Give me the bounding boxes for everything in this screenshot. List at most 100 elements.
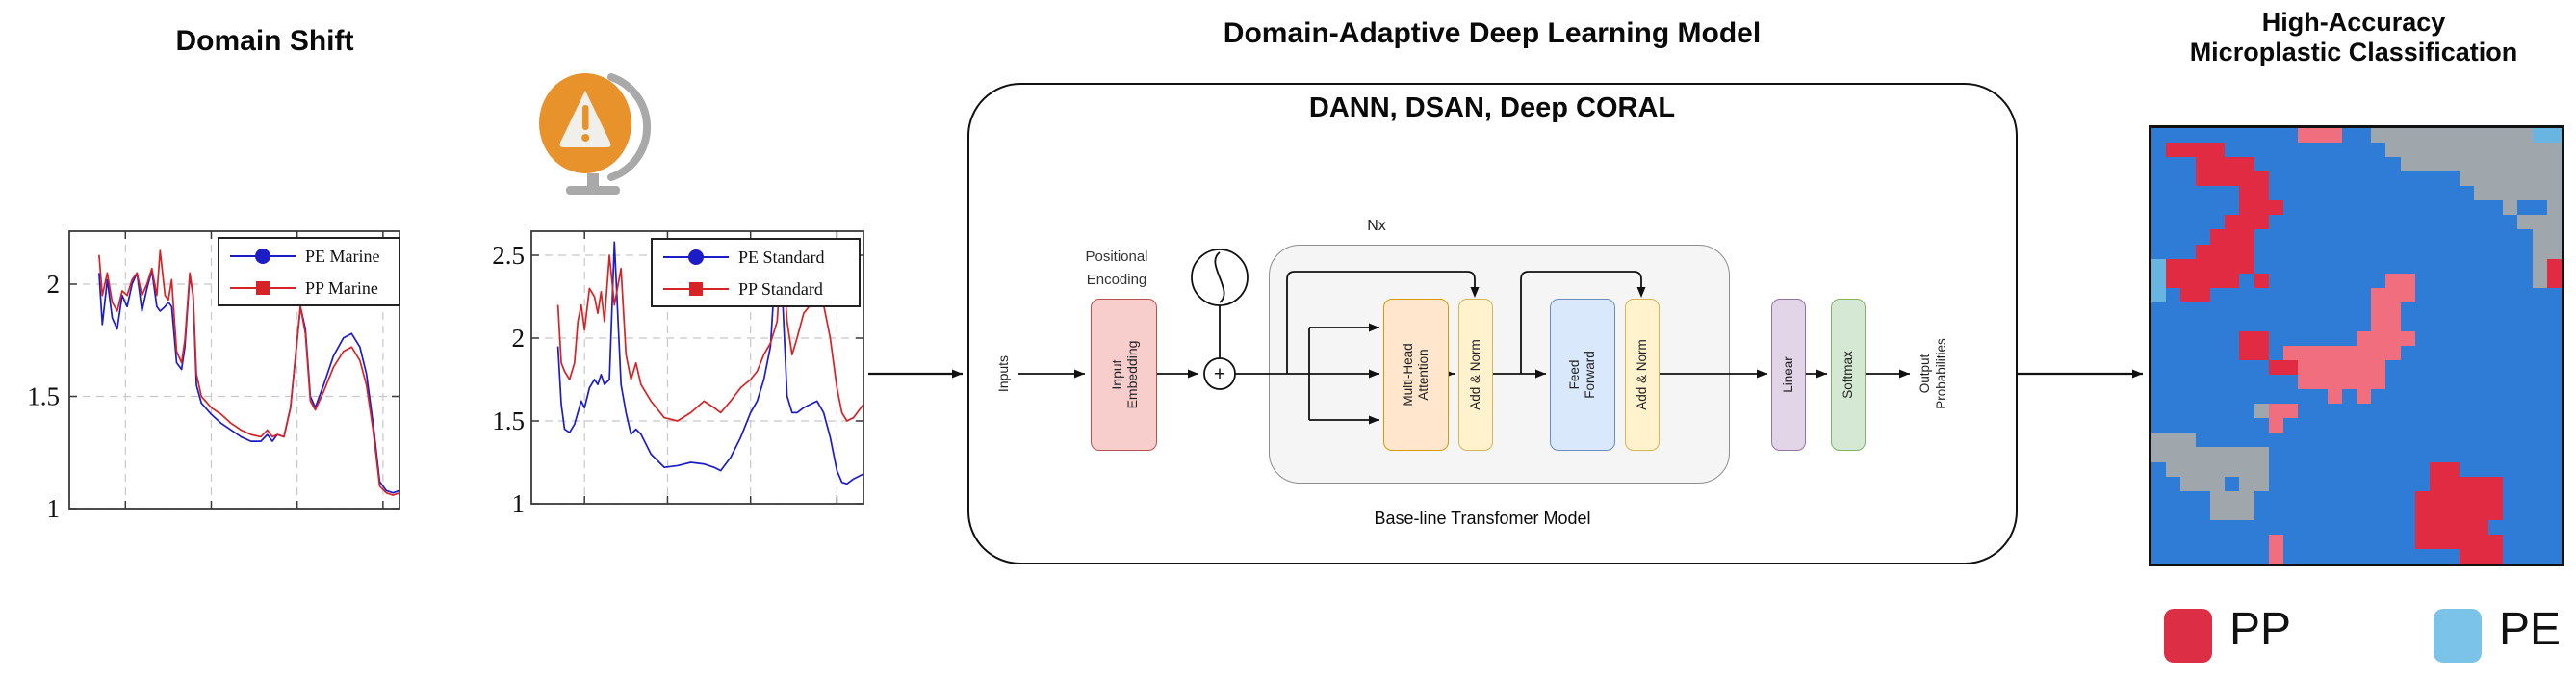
map-cell — [2371, 128, 2386, 144]
map-cell — [2444, 273, 2460, 288]
map-cell — [2503, 461, 2518, 477]
map-cell — [2487, 461, 2504, 477]
map-cell — [2312, 447, 2328, 462]
map-cell — [2371, 433, 2386, 448]
map-cell — [2254, 461, 2269, 477]
map-cell — [2430, 330, 2445, 346]
map-cell — [2473, 345, 2488, 361]
map-cell — [2225, 157, 2240, 172]
map-cell — [2517, 404, 2533, 419]
map-cell — [2487, 157, 2504, 172]
map-cell — [2195, 258, 2210, 274]
map-cell — [2151, 345, 2167, 361]
map-cell — [2400, 375, 2415, 390]
map-cell — [2341, 287, 2357, 302]
map-cell — [2166, 244, 2181, 259]
map-cell — [2517, 505, 2533, 520]
map-cell — [2414, 258, 2431, 274]
map-cell — [2254, 476, 2269, 491]
map-cell — [2400, 143, 2415, 158]
output-probabilities-text: Output Probabilities — [1918, 338, 1948, 409]
map-cell — [2517, 229, 2533, 245]
map-cell — [2254, 273, 2269, 288]
map-cell — [2312, 418, 2328, 433]
map-cell — [2298, 330, 2313, 346]
map-cell — [2239, 519, 2254, 535]
map-cell — [2298, 258, 2313, 274]
map-cell — [2180, 404, 2196, 419]
map-cell — [2487, 505, 2504, 520]
map-cell — [2444, 143, 2460, 158]
map-cell — [2503, 143, 2518, 158]
pp-legend-label: PP — [2229, 604, 2292, 655]
map-cell — [2371, 519, 2386, 535]
map-cell — [2444, 316, 2460, 331]
map-cell — [2517, 519, 2533, 535]
map-cell — [2546, 330, 2562, 346]
map-cell — [2487, 375, 2504, 390]
nx-label: Nx — [1367, 218, 1386, 234]
map-cell — [2327, 476, 2342, 491]
map-cell — [2444, 258, 2460, 274]
map-cell — [2385, 302, 2401, 317]
map-cell — [2239, 273, 2254, 288]
map-cell — [2239, 360, 2254, 376]
map-cell — [2341, 389, 2357, 405]
map-cell — [2517, 433, 2533, 448]
map-cell — [2546, 244, 2562, 259]
map-cell — [2546, 447, 2562, 462]
map-cell — [2385, 128, 2401, 144]
map-cell — [2341, 476, 2357, 491]
map-cell — [2327, 330, 2342, 346]
map-cell — [2298, 186, 2313, 201]
map-cell — [2327, 186, 2342, 201]
map-cell — [2312, 316, 2328, 331]
map-cell — [2327, 360, 2342, 376]
map-cell — [2209, 360, 2226, 376]
map-cell — [2195, 548, 2210, 564]
map-cell — [2430, 375, 2445, 390]
map-cell — [2225, 447, 2240, 462]
map-cell — [2459, 404, 2474, 419]
map-cell — [2166, 273, 2181, 288]
map-cell — [2341, 505, 2357, 520]
map-cell — [2180, 418, 2196, 433]
map-cell — [2239, 476, 2254, 491]
map-cell — [2282, 360, 2299, 376]
map-cell — [2282, 447, 2299, 462]
map-cell — [2209, 461, 2226, 477]
map-cell — [2298, 360, 2313, 376]
map-cell — [2532, 316, 2547, 331]
map-cell — [2357, 433, 2372, 448]
y-tick-label: 1.5 — [27, 382, 60, 411]
map-cell — [2166, 476, 2181, 491]
map-cell — [2430, 418, 2445, 433]
map-cell — [2546, 128, 2562, 144]
map-cell — [2385, 244, 2401, 259]
map-cell — [2239, 548, 2254, 564]
map-cell — [2151, 186, 2167, 201]
map-cell — [2180, 229, 2196, 245]
map-cell — [2444, 200, 2460, 216]
map-cell — [2459, 418, 2474, 433]
softmax-block: Softmax — [1831, 299, 1866, 451]
map-cell — [2430, 389, 2445, 405]
map-cell — [2371, 215, 2386, 230]
arrowhead — [1188, 369, 1198, 379]
map-cell — [2385, 316, 2401, 331]
map-cell — [2166, 490, 2181, 506]
map-cell — [2268, 258, 2283, 274]
map-cell — [2385, 534, 2401, 549]
map-cell — [2239, 200, 2254, 216]
map-cell — [2400, 447, 2415, 462]
map-cell — [2430, 447, 2445, 462]
map-cell — [2532, 244, 2547, 259]
map-cell — [2268, 418, 2283, 433]
map-cell — [2341, 534, 2357, 549]
map-cell — [2546, 534, 2562, 549]
map-cell — [2225, 490, 2240, 506]
map-cell — [2195, 330, 2210, 346]
map-cell — [2385, 330, 2401, 346]
map-cell — [2532, 418, 2547, 433]
map-cell — [2459, 171, 2474, 187]
